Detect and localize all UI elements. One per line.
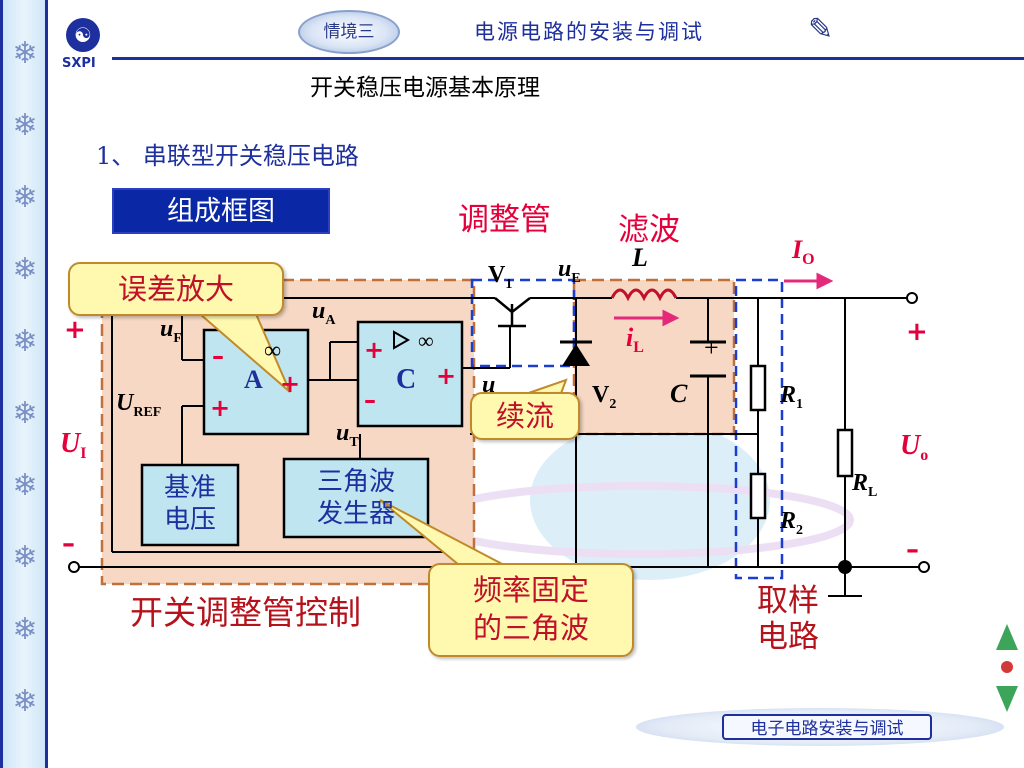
slide-title: 开关稳压电源基本原理 [310,75,540,101]
header-divider [112,57,1024,60]
comparator-box [356,320,464,428]
ui-plus-sign: + [64,315,86,345]
label-r2: R2 [779,508,803,538]
snowflake-icon: ❄ [12,180,38,215]
snowflake-icon: ❄ [12,468,38,503]
switch-control-label: 开关调整管控制 [130,593,361,632]
tri-box-line1: 三角波 [317,467,395,497]
triangle-generator-box [282,457,430,539]
label-v2: V2 [592,382,616,412]
home-dot-icon[interactable] [1001,661,1013,673]
callout-error-amplifier: 误差放大 [68,262,284,316]
label-r1: R1 [779,382,803,412]
resistor-r2 [749,472,767,520]
label-u-partial: u [482,372,495,398]
label-uref: UREF [116,390,161,420]
pencil-icon: ✎ [808,12,834,47]
amp-plus-sign-in: + [210,394,230,422]
callout-triangle-line2: 的三角波 [472,611,589,645]
school-logo-icon: ☯ [66,18,100,52]
uo-plus-sign: + [906,317,928,347]
course-title: 电源电路的安装与调试 [474,20,704,44]
snowflake-icon: ❄ [12,540,38,575]
sampling-dashbox [734,278,784,580]
label-io: IO [791,235,815,268]
amp-plus-sign-out: + [280,370,300,398]
comp-infinity: ∞ [418,328,434,353]
label-uo: Uo [900,430,928,464]
comp-plus-sign-in: + [364,336,384,364]
block-diagram-label: 组成框图 [112,188,330,234]
diode-v2 [560,340,592,366]
snowflake-icon: ❄ [12,612,38,647]
resistor-rl [836,428,854,478]
label-ui: UI [60,428,86,462]
footer-course-label: 电子电路安装与调试 [722,714,932,740]
amp-label-a: A [244,365,263,394]
comp-label-c: C [396,364,416,395]
capacitor-c [690,340,726,378]
label-l: L [631,243,648,272]
snowflake-icon: ❄ [12,252,38,287]
label-c: C [670,379,688,408]
svg-text:+: + [704,333,719,362]
label-ua: uA [312,298,336,328]
transistor-v1 [494,297,531,328]
amp-infinity: ∞ [264,338,281,364]
chapter-badge: 情境三 [298,10,400,54]
decorative-side-strip: ❄ ❄ ❄ ❄ ❄ ❄ ❄ ❄ ❄ ❄ [0,0,48,768]
next-slide-arrow-icon[interactable] [996,686,1018,712]
resistor-r1 [749,364,767,412]
label-ue: uE [558,256,581,286]
label-v1: V1 [488,262,512,292]
logo-text: SXPI [62,56,96,71]
ref-box-line1: 基准 [164,473,216,503]
reference-voltage-box [140,463,240,547]
uo-minus-sign: – [906,535,919,565]
comparator-triangle-icon [393,330,411,350]
label-uf: uF [160,316,182,346]
snowflake-icon: ❄ [12,324,38,359]
section-heading: 1、 串联型开关稳压电路 [96,142,359,170]
globe-watermark [426,420,854,580]
snowflake-icon: ❄ [12,36,38,71]
snowflake-icon: ❄ [12,108,38,143]
ref-box-line2: 电压 [164,505,216,535]
comp-minus-sign-in: – [364,386,376,414]
amp-minus-sign: – [212,342,224,370]
callout-triangle-line1: 频率固定 [472,573,589,607]
inductor-l [610,288,678,302]
tri-box-line2: 发生器 [317,499,395,529]
callout-freewheel: 续流 [470,392,580,440]
callout-fixed-frequency-triangle: 频率固定 的三角波 [428,563,634,657]
label-rl: RL [851,470,877,500]
adjust-tube-dashbox [470,278,576,368]
sampling-circuit-label: 取样电路 [757,583,819,655]
previous-slide-arrow-icon[interactable] [996,624,1018,650]
ui-minus-sign: – [62,529,75,559]
label-il: iL [626,323,644,356]
comp-plus-sign-out: + [436,362,456,390]
filter-label: 滤波 [618,212,680,248]
label-ut: uT [336,420,359,450]
snowflake-icon: ❄ [12,684,38,719]
adjust-tube-label: 调整管 [458,202,551,238]
snowflake-icon: ❄ [12,396,38,431]
